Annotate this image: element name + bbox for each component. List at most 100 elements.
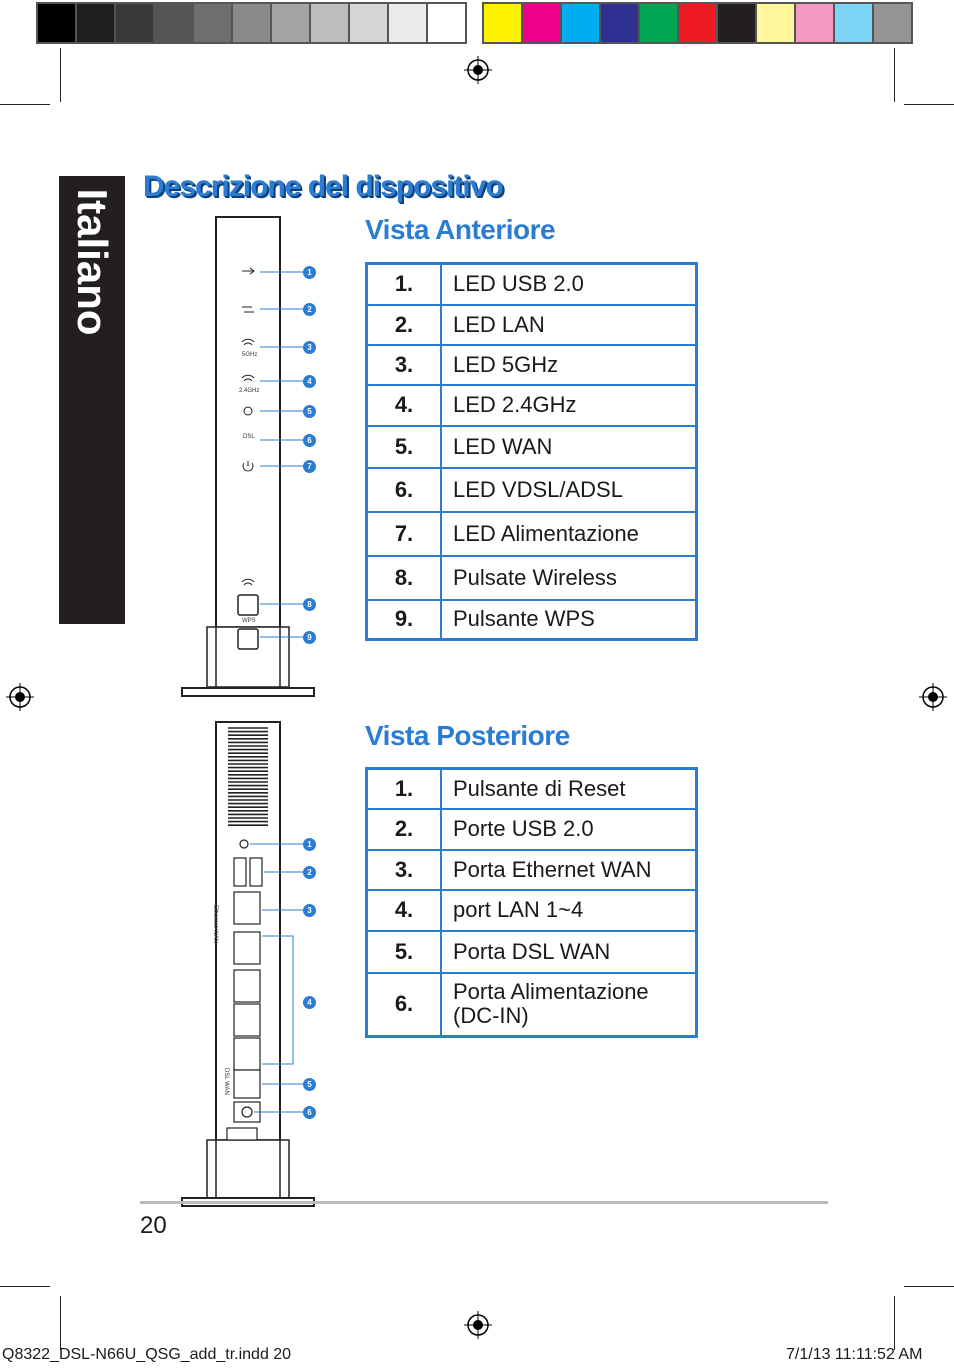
front-callout-1: 1 <box>303 266 316 279</box>
crop-mark <box>894 48 895 102</box>
color-swatch <box>835 4 874 42</box>
color-swatch <box>77 4 116 42</box>
table-row: 4.port LAN 1~4 <box>366 889 697 932</box>
row-number: 5. <box>366 930 442 974</box>
registration-mark-icon <box>464 56 492 84</box>
rear-callout-3: 3 <box>303 904 316 917</box>
router-front-illustration <box>181 216 315 697</box>
front-callout-9: 9 <box>303 631 316 644</box>
rear-callout-4: 4 <box>303 996 316 1009</box>
router-rear-illustration <box>181 721 315 1207</box>
table-row: 8.Pulsate Wireless <box>366 555 697 601</box>
rear-callout-1: 1 <box>303 838 316 851</box>
row-label: Porta Ethernet WAN <box>441 849 697 891</box>
led-dsl-label: DSL <box>243 434 255 440</box>
table-row: 1.Pulsante di Reset <box>366 768 697 810</box>
rear-callout-2: 2 <box>303 866 316 879</box>
row-number: 4. <box>366 384 442 427</box>
front-callout-4: 4 <box>303 375 316 388</box>
color-swatch <box>155 4 194 42</box>
row-label: LED VDSL/ADSL <box>441 467 697 513</box>
row-label: Pulsante WPS <box>453 606 595 632</box>
row-number: 1. <box>366 263 442 306</box>
color-swatch <box>389 4 428 42</box>
color-swatch <box>562 4 601 42</box>
row-label: LED LAN <box>441 304 697 346</box>
table-row: 9.Pulsante WPS <box>366 599 697 640</box>
language-side-tab <box>59 176 125 624</box>
table-row: 1.LED USB 2.0 <box>366 263 697 306</box>
color-swatch <box>311 4 350 42</box>
row-number: 6. <box>366 467 442 513</box>
crop-mark <box>904 104 954 105</box>
front-view-title: Vista Anteriore <box>365 214 556 245</box>
registration-mark-icon <box>919 683 947 711</box>
crop-mark <box>0 1286 50 1287</box>
row-label: Pulsante di Reset <box>441 768 697 810</box>
table-row: 3.Porta Ethernet WAN <box>366 849 697 891</box>
table-row: 3.LED 5GHz <box>366 344 697 386</box>
crop-mark <box>894 1296 895 1350</box>
row-number: 4. <box>366 889 442 932</box>
color-swatch <box>796 4 835 42</box>
color-swatch <box>194 4 233 42</box>
rear-callout-6: 6 <box>303 1106 316 1119</box>
table-row: 6.Porta Alimentazione (DC-IN) <box>366 972 697 1037</box>
color-swatch <box>38 4 77 42</box>
table-row: 2.Porte USB 2.0 <box>366 808 697 851</box>
color-swatch <box>484 4 523 42</box>
led-5ghz-label: 5GHz <box>242 352 258 358</box>
row-label: LED USB 2.0 <box>441 263 697 306</box>
row-number: 5. <box>366 425 442 469</box>
color-swatch <box>640 4 679 42</box>
rear-view-table: 1.Pulsante di Reset 2.Porte USB 2.0 3.Po… <box>365 767 698 1038</box>
color-swatch <box>272 4 311 42</box>
page-title: Descrizione del dispositivo <box>143 170 504 203</box>
crop-mark <box>60 48 61 102</box>
front-callout-5: 5 <box>303 405 316 418</box>
front-callout-8: 8 <box>303 598 316 611</box>
table-row: 7.LED Alimentazione <box>366 511 697 557</box>
row-label: LED Alimentazione <box>441 511 697 557</box>
language-label: Italiano <box>69 188 116 336</box>
row-label: port LAN 1~4 <box>441 889 697 932</box>
front-view-table: 1.LED USB 2.0 2.LED LAN 3.LED 5GHz 4.LED… <box>365 262 698 641</box>
row-number: 6. <box>366 972 442 1037</box>
page-number: 20 <box>140 1212 167 1239</box>
ethernet-wan-port-label: Ethernet WAN <box>212 905 218 944</box>
rear-callout-5: 5 <box>303 1078 316 1091</box>
color-swatch <box>601 4 640 42</box>
row-label: Porta DSL WAN <box>441 930 697 974</box>
front-callout-2: 2 <box>303 303 316 316</box>
row-number: 7. <box>366 511 442 557</box>
color-swatch-bar <box>482 2 913 44</box>
table-row: 5.Porta DSL WAN <box>366 930 697 974</box>
front-callout-3: 3 <box>303 341 316 354</box>
row-number: 2. <box>366 304 442 346</box>
row-number: 8. <box>366 555 442 601</box>
footer-rule <box>140 1201 828 1204</box>
row-label: Porte USB 2.0 <box>441 808 697 851</box>
color-swatch <box>523 4 562 42</box>
front-callout-7: 7 <box>303 460 316 473</box>
row-label: LED WAN <box>441 425 697 469</box>
slug-filename: Q8322_DSL-N66U_QSG_add_tr.indd 20 <box>2 1346 292 1363</box>
color-swatch <box>428 4 465 42</box>
slug-timestamp: 7/1/13 11:11:52 AM <box>786 1346 923 1363</box>
color-swatch <box>679 4 718 42</box>
wps-label: WPS <box>242 618 256 624</box>
crop-mark <box>904 1286 954 1287</box>
led-24ghz-label: 2.4GHz <box>239 388 260 394</box>
row-label: Porta Alimentazione (DC-IN) <box>453 979 649 1029</box>
row-number: 3. <box>366 849 442 891</box>
row-number: 2. <box>366 808 442 851</box>
table-row: 2.LED LAN <box>366 304 697 346</box>
table-row: 5.LED WAN <box>366 425 697 469</box>
table-row: 6.LED VDSL/ADSL <box>366 467 697 513</box>
row-label: LED 2.4GHz <box>441 384 697 427</box>
color-swatch <box>350 4 389 42</box>
color-swatch <box>233 4 272 42</box>
color-swatch <box>874 4 911 42</box>
color-swatch <box>116 4 155 42</box>
crop-mark <box>0 104 50 105</box>
